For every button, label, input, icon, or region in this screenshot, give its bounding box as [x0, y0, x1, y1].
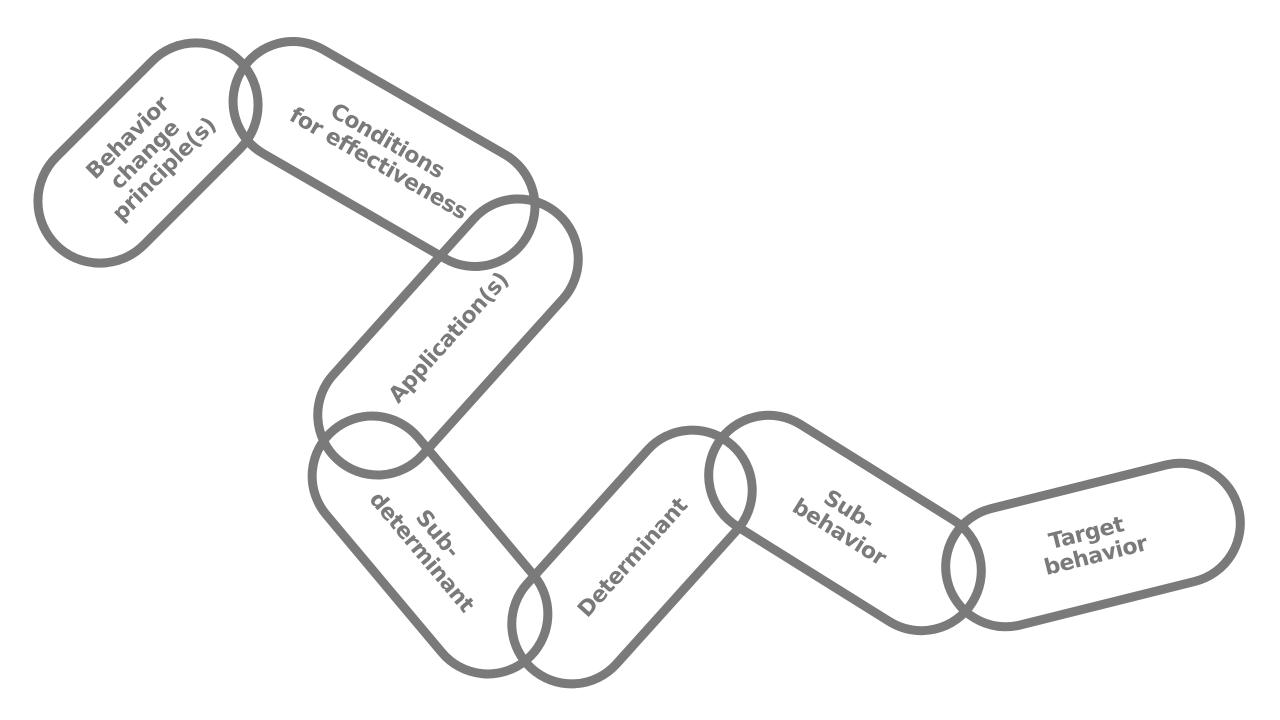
- chain-link-conditions-for-effectiveness: Conditions for effectiveness: [228, 37, 540, 271]
- chain-link-label: Behavior change principle(s): [74, 79, 222, 227]
- chain-link-label: Conditions for effectiveness: [285, 82, 484, 225]
- chain-link-label: Sub- determinant: [364, 472, 498, 618]
- label-line: determinant: [364, 487, 479, 618]
- chain-link-outline: [704, 410, 986, 636]
- chain-link-label: Application(s): [384, 268, 514, 408]
- chain-link-outline: [313, 194, 583, 480]
- chain-link-behavior-change-principles: Behavior change principle(s): [33, 38, 263, 268]
- chain-link-outline: [507, 425, 757, 689]
- chain-link-outline: [941, 458, 1245, 632]
- chain-link-sub-behavior: Sub- behavior: [704, 410, 986, 636]
- chain-link-sub-determinant: Sub- determinant: [307, 411, 553, 679]
- chain-link-outline: [228, 37, 540, 271]
- chain-link-target-behavior: Target behavior: [941, 458, 1245, 632]
- chain-link-outline: [33, 38, 263, 268]
- chain-link-determinant: Determinant: [507, 425, 757, 689]
- label-line: Application(s): [384, 268, 514, 408]
- chain-link-label: Sub- behavior: [788, 474, 904, 572]
- chain-link-applications: Application(s): [313, 194, 583, 480]
- chain-link-label: Target behavior: [1036, 508, 1150, 581]
